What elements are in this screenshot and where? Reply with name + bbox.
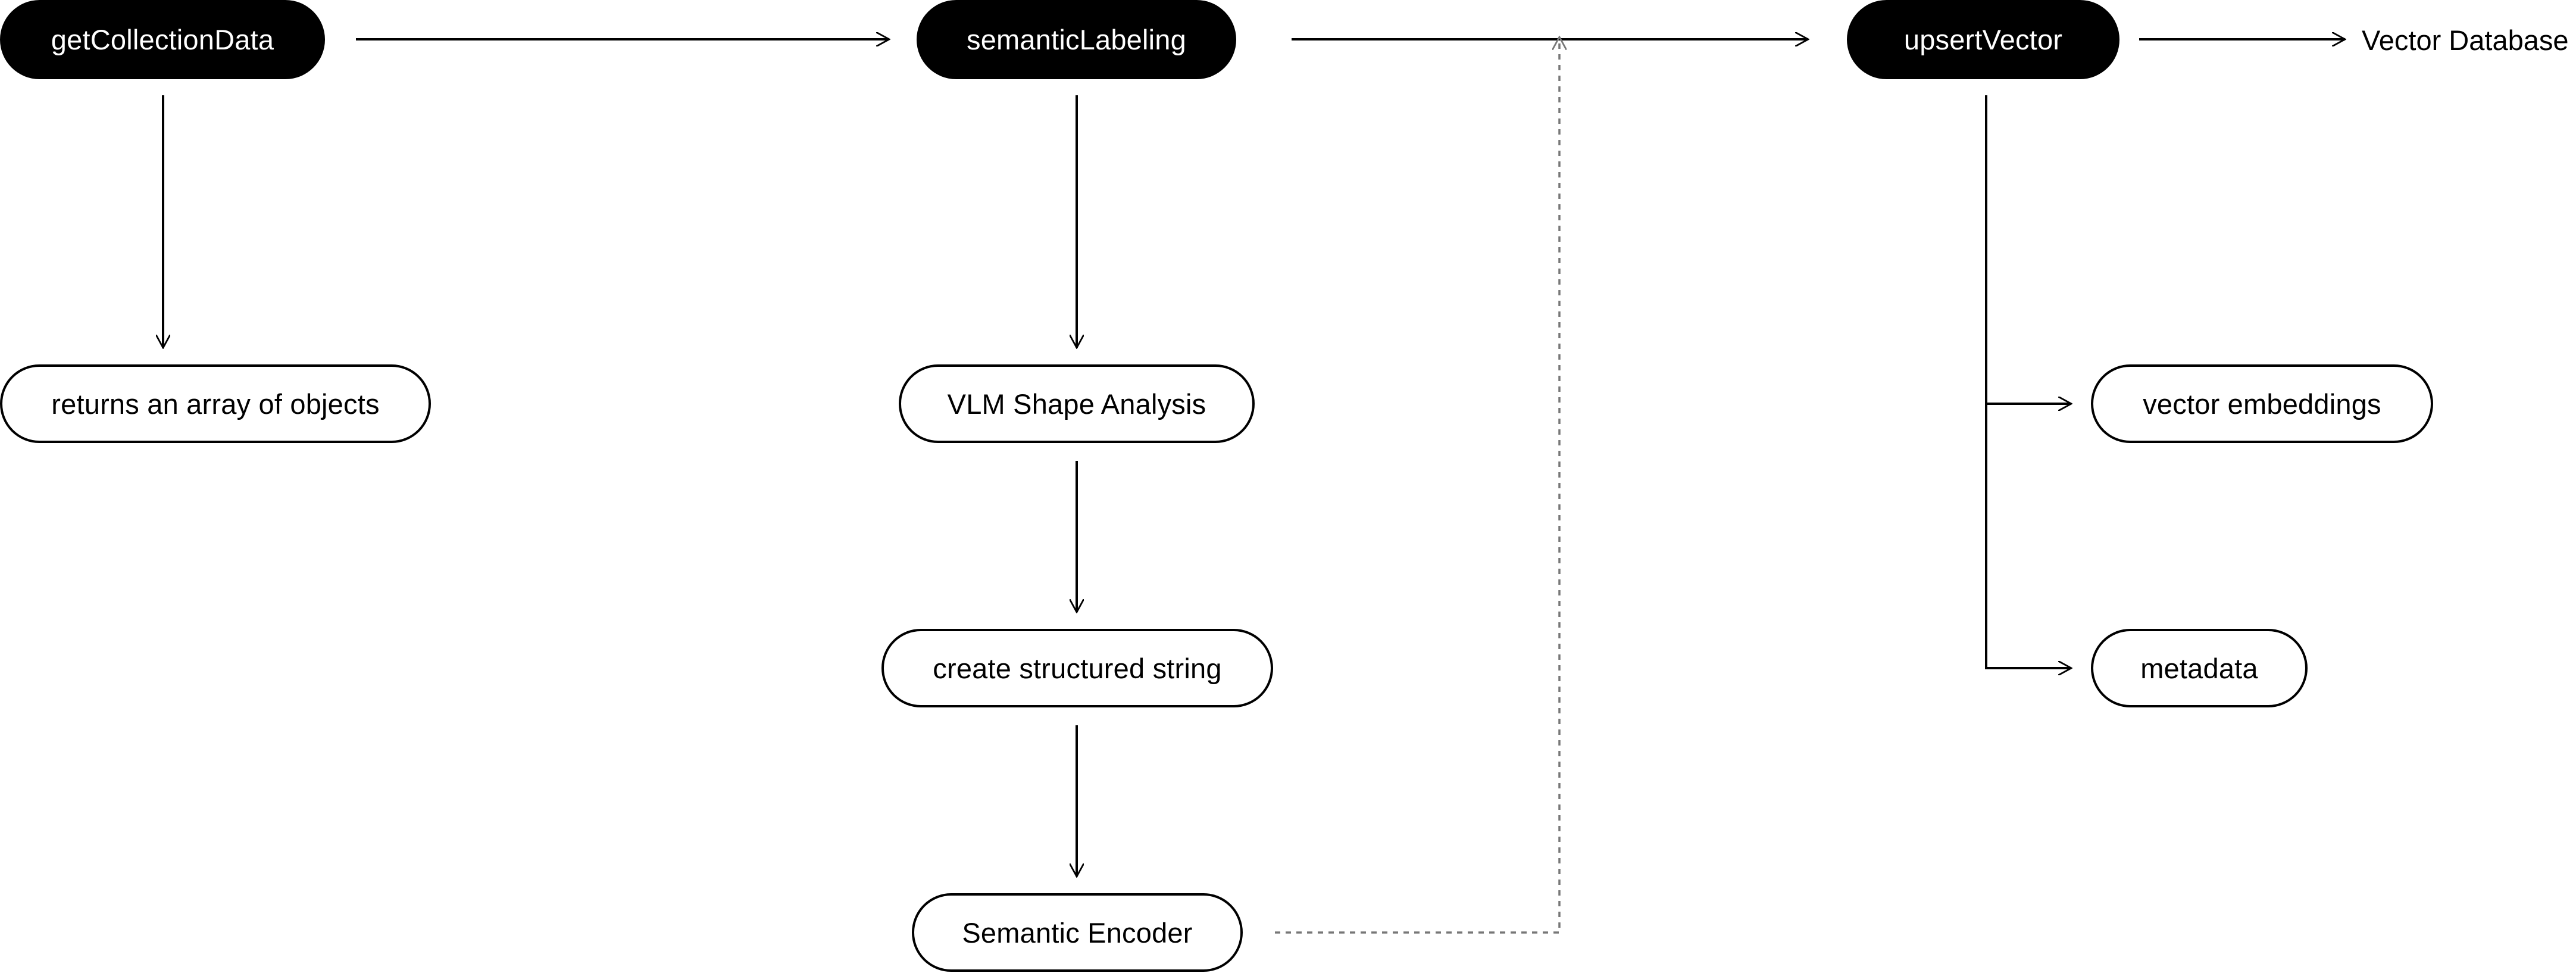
node-semantic-encoder-label: Semantic Encoder (962, 916, 1193, 949)
node-semantic-labeling[interactable]: semanticLabeling (917, 0, 1236, 79)
node-semantic-labeling-label: semanticLabeling (967, 24, 1186, 55)
node-get-collection-data[interactable]: getCollectionData (0, 0, 325, 79)
node-metadata[interactable]: metadata (2091, 629, 2308, 707)
node-vlm-shape-analysis[interactable]: VLM Shape Analysis (899, 364, 1255, 443)
node-create-structured-string[interactable]: create structured string (881, 629, 1273, 707)
vector-database-label: Vector Database (2362, 24, 2569, 56)
node-semantic-encoder[interactable]: Semantic Encoder (912, 893, 1243, 972)
node-get-collection-data-label: getCollectionData (51, 24, 274, 55)
node-vlm-shape-analysis-label: VLM Shape Analysis (947, 388, 1206, 420)
node-upsert-vector[interactable]: upsertVector (1847, 0, 2119, 79)
node-vector-embeddings[interactable]: vector embeddings (2091, 364, 2433, 443)
node-upsert-vector-label: upsertVector (1903, 24, 2063, 55)
node-metadata-label: metadata (2140, 652, 2258, 684)
node-vector-embeddings-label: vector embeddings (2143, 388, 2381, 420)
dashed-arrow-semantic-encoder-to-upsert (1275, 37, 1559, 934)
node-returns-array-label: returns an array of objects (51, 388, 380, 420)
node-create-structured-string-label: create structured string (933, 652, 1222, 684)
node-returns-array[interactable]: returns an array of objects (0, 364, 431, 443)
